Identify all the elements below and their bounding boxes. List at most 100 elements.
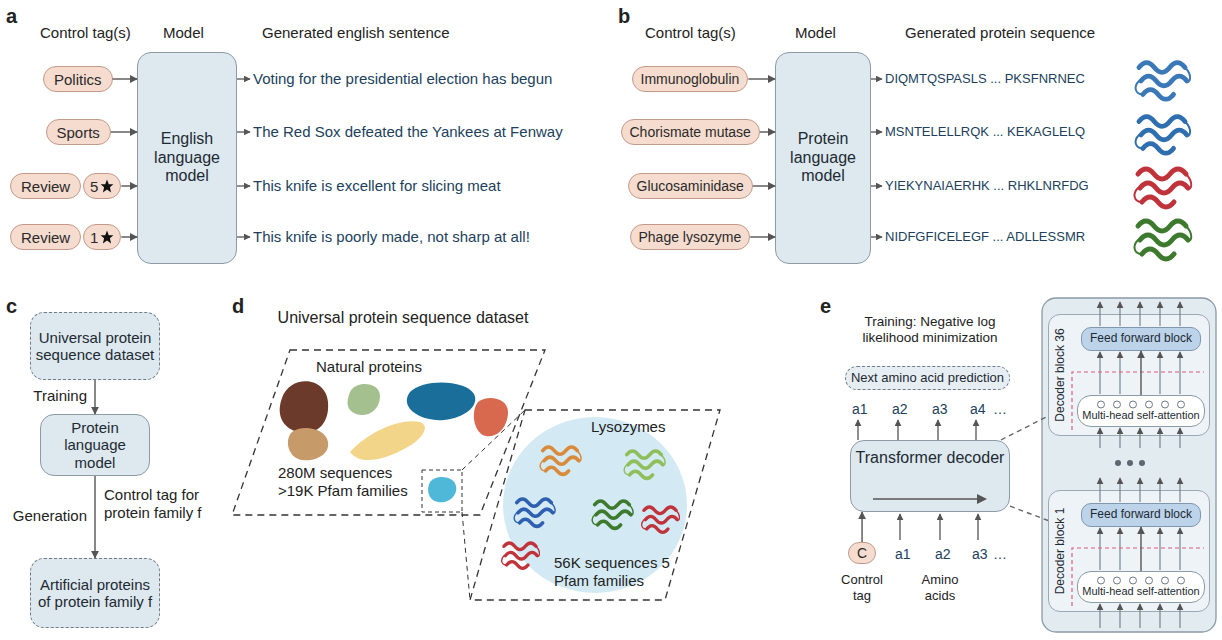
- text-label: MSNTELELLRQK ... KEKAGLELQ: [885, 124, 1085, 140]
- text-label: …: [993, 546, 1007, 563]
- head-circle: [1098, 401, 1105, 408]
- label-slot: a3: [932, 401, 948, 418]
- panel-letter: d: [232, 294, 244, 318]
- attention-heads: [1093, 400, 1189, 409]
- text-label: Amino acids: [905, 572, 975, 603]
- node-text: Multi-head self-attention: [1082, 585, 1199, 597]
- text-label: Generated protein sequence: [905, 24, 1095, 42]
- direction-line: [873, 498, 977, 500]
- text-label: a3: [972, 546, 988, 563]
- tag-pill: Review: [10, 224, 81, 250]
- node-text: Transformer decoder: [856, 449, 1005, 467]
- tag-pill: Glucosaminidase: [628, 173, 753, 199]
- tag-pill: Review: [10, 173, 81, 199]
- label-slot: Control tag(s): [645, 24, 736, 42]
- arrow-connector: [748, 78, 775, 79]
- zoom-connector: [1010, 506, 1048, 520]
- label-slot: DIQMTQSPASLS ... PKSFNRNEC: [885, 71, 1085, 87]
- text-label: Control tag for protein family f: [104, 486, 216, 522]
- label-slot: a: [6, 4, 17, 28]
- arrow-connector: [753, 185, 775, 186]
- label-slot: This knife is poorly made, not sharp at …: [253, 228, 530, 246]
- text-slot: 56K sequences 5 Pfam families: [554, 554, 694, 590]
- node-text: Chorismate mutase: [630, 124, 751, 140]
- panel-letter: e: [820, 294, 831, 318]
- output-arrows: [237, 79, 882, 237]
- region-text: Natural proteins: [316, 358, 456, 376]
- star-icon: [100, 230, 114, 244]
- text-label: Control tag: [834, 572, 890, 603]
- node-text: Next amino acid prediction: [851, 371, 1004, 386]
- label-slot: a2: [935, 546, 951, 563]
- rating-badge: 1: [83, 224, 121, 250]
- text-label: a1: [852, 401, 868, 418]
- edge-label: Training: [31, 387, 89, 404]
- decoder-stack-panel: [1042, 298, 1216, 632]
- region-text: 56K sequences 5 Pfam families: [554, 554, 694, 590]
- text-label: …: [993, 401, 1007, 418]
- model-box: Protein language model: [775, 52, 871, 264]
- node-text: Review: [21, 178, 70, 195]
- text-label: Model: [163, 24, 204, 42]
- head-circle: [1130, 401, 1137, 408]
- node-text: Protein language model: [45, 419, 145, 471]
- node-text: Universal protein sequence dataset: [35, 329, 155, 364]
- feed-forward-box: Feed forward block: [1081, 503, 1201, 527]
- attention-box: Multi-head self-attention: [1077, 571, 1205, 603]
- node-text: Glucosaminidase: [637, 178, 744, 194]
- model-box: Protein language model: [40, 414, 150, 476]
- head-circle: [1162, 401, 1169, 408]
- label-slot: a1: [852, 401, 868, 418]
- text-label: a3: [932, 401, 948, 418]
- label-slot: Control tag: [834, 572, 890, 603]
- label-slot: Voting for the presidential election has…: [253, 70, 552, 88]
- parallelogram-outline: [232, 350, 545, 515]
- head-circle: [1146, 401, 1153, 408]
- tag-pill: Politics: [43, 66, 113, 92]
- node-text: Feed forward block: [1090, 508, 1192, 522]
- label-slot: Amino acids: [905, 572, 975, 603]
- label-slot: Control tag(s): [40, 24, 131, 42]
- control-tag-pill: C: [848, 542, 876, 564]
- text-slot: Decoder block 1: [1049, 491, 1071, 611]
- label-slot: Generated english sentence: [262, 24, 450, 42]
- edge-label-slot: Generation: [11, 507, 89, 524]
- region-text: Lysozymes: [591, 418, 691, 436]
- tag-pill: Phage lysozyme: [630, 224, 751, 250]
- node-text: 1: [90, 229, 98, 246]
- arrow-connector: [1140, 351, 1141, 395]
- star-shape: [101, 231, 114, 244]
- arrow-connector: [760, 131, 775, 132]
- tag-pill: Immunoglobulin: [632, 66, 749, 92]
- artificial-proteins-box: Artificial proteins of protein family f: [30, 558, 160, 628]
- head-circle: [1162, 577, 1169, 584]
- text-label: The Red Sox defeated the Yankees at Fenw…: [253, 123, 563, 141]
- node-text: Phage lysozyme: [639, 229, 742, 245]
- rating-badge: 5: [83, 173, 121, 199]
- head-circle: [1178, 577, 1185, 584]
- transformer-box: Transformer decoder: [850, 440, 1010, 512]
- prediction-pill: Next amino acid prediction: [845, 366, 1010, 390]
- label-slot: Model: [163, 24, 204, 42]
- decoder-block: Decoder block 36Feed forward blockMulti-…: [1048, 314, 1210, 436]
- text-slot: Natural proteins: [316, 358, 456, 376]
- block-label: Decoder block 1: [1053, 508, 1067, 595]
- label-slot: The Red Sox defeated the Yankees at Fenw…: [253, 123, 563, 141]
- tag-pill: Chorismate mutase: [621, 119, 760, 145]
- node-text: Artificial proteins of protein family f: [35, 576, 155, 611]
- text-label: a1: [895, 546, 911, 563]
- residual-connection: [1072, 372, 1204, 606]
- node-text: Multi-head self-attention: [1082, 409, 1199, 421]
- text-label: a4: [970, 401, 986, 418]
- star-shape: [101, 180, 114, 193]
- text-label: a2: [892, 401, 908, 418]
- node-text: English language model: [142, 130, 232, 185]
- node-text: Protein language model: [780, 130, 866, 185]
- head-circle: [1114, 401, 1121, 408]
- panel-letter: b: [618, 4, 630, 28]
- node-text: Politics: [54, 71, 102, 88]
- dataset-box: Universal protein sequence dataset: [30, 312, 160, 380]
- head-circle: [1130, 577, 1137, 584]
